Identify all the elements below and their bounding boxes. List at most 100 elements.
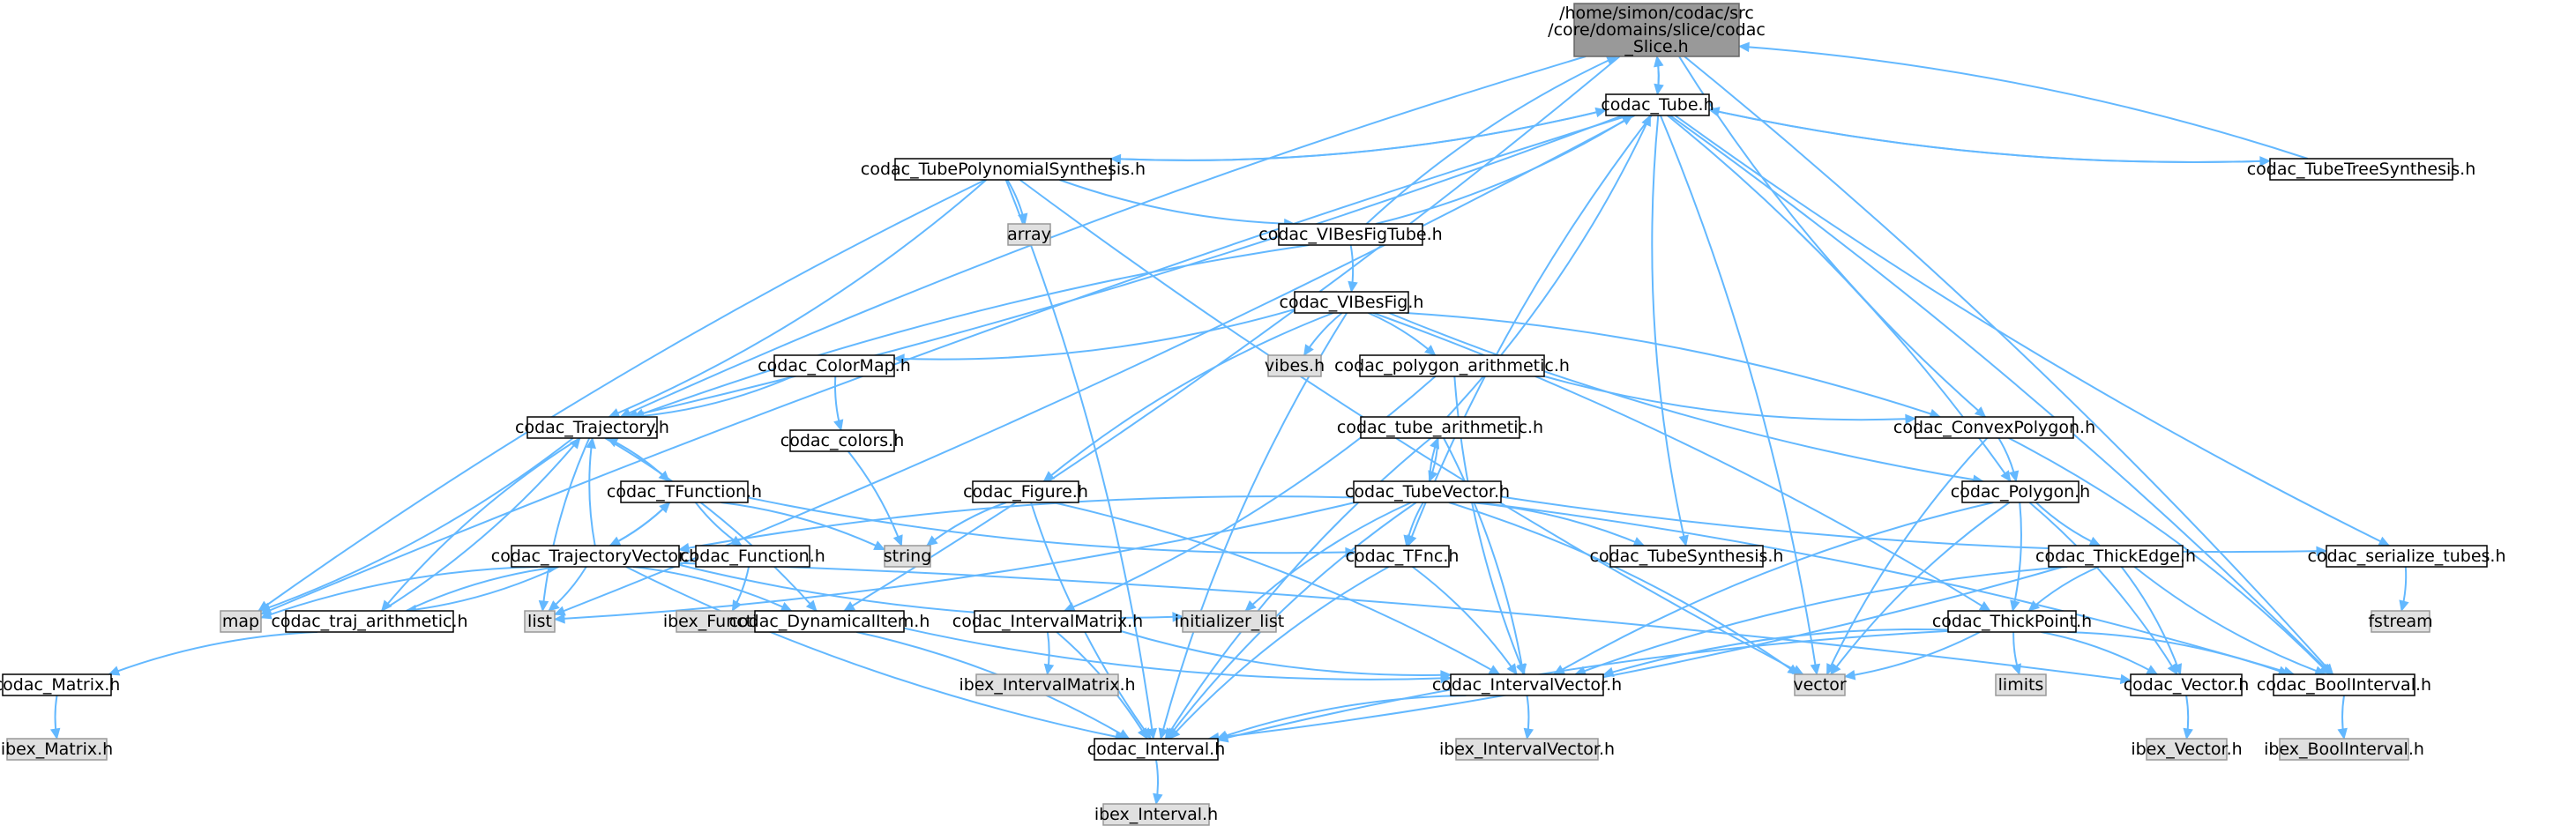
arrowhead-polyarith-to-convexpoly <box>1905 413 1917 425</box>
arrowhead-tube-to-slice <box>1654 55 1664 68</box>
node-vector-box <box>1794 673 1846 696</box>
node-map[interactable]: map <box>220 610 262 633</box>
arrowhead-tps-to-tube <box>1594 107 1608 118</box>
node-vectorh[interactable]: codac_Vector.h <box>2124 673 2250 696</box>
node-array[interactable]: array <box>1007 223 1051 246</box>
arrowhead-dynitem-to-interval <box>1117 729 1131 740</box>
edge-tube-to-boolint <box>1669 115 2333 675</box>
edge-convexpoly-to-boolint <box>2008 437 2331 675</box>
node-intvector[interactable]: codac_IntervalVector.h <box>1432 673 1622 696</box>
node-convexpoly-box <box>1915 416 2074 439</box>
node-ibexintvector[interactable]: ibex_IntervalVector.h <box>1439 738 1615 761</box>
node-trajarith[interactable]: codac_traj_arithmetic.h <box>271 610 468 633</box>
node-ibexvector[interactable]: ibex_Vector.h <box>2131 738 2243 761</box>
edge-tts-to-slice <box>1738 45 2309 160</box>
node-string[interactable]: string <box>884 545 932 568</box>
arrowhead-tubevector-to-list <box>553 614 565 624</box>
node-tps[interactable]: codac_TubePolynomialSynthesis.h <box>861 158 1146 181</box>
node-trajarith-box <box>285 610 454 633</box>
edge-colormap-to-traj <box>633 376 794 418</box>
arrowhead-polygon-to-thickedge <box>2088 536 2102 547</box>
edge-thickedge-to-vectorh <box>2120 566 2182 675</box>
edge-figure-to-string <box>926 502 1007 547</box>
edge-tps-to-interval <box>1004 179 1154 740</box>
node-serialize-label: codac_serialize_tubes.h <box>2308 547 2506 566</box>
arrowhead-trajarith-to-matrix <box>108 666 121 676</box>
node-colormap[interactable]: codac_ColorMap.h <box>758 354 911 377</box>
node-initlist[interactable]: initializer_list <box>1175 610 1284 633</box>
node-ibexboolint[interactable]: ibex_BoolInterval.h <box>2264 738 2424 761</box>
edge-layer <box>49 41 2409 806</box>
node-matrix-box <box>2 673 112 696</box>
edge-trajarith-to-traj <box>381 437 581 612</box>
node-vibestube[interactable]: codac_VIBesFigTube.h <box>1258 223 1443 246</box>
arrowhead-trajvector-to-initlist <box>1172 612 1184 622</box>
node-trajvector[interactable]: codac_TrajectoryVector.h <box>491 545 699 568</box>
node-tubesynth[interactable]: codac_TubeSynthesis.h <box>1590 545 1784 568</box>
edge-trajvector-to-traj <box>588 437 596 547</box>
edge-tps-to-vector <box>1019 179 1803 675</box>
node-tts[interactable]: codac_TubeTreeSynthesis.h <box>2247 158 2476 181</box>
node-tfnc[interactable]: codac_TFnc.h <box>1346 545 1460 568</box>
node-thickpoint[interactable]: codac_ThickPoint.h <box>1932 610 2092 633</box>
node-dynitem-label: codac_DynamicalItem.h <box>729 612 930 631</box>
arrowhead-convexpoly-to-boolint <box>2318 663 2331 675</box>
arrowhead-convexpoly-to-vector <box>1826 663 1836 676</box>
node-interval[interactable]: codac_Interval.h <box>1087 738 1226 761</box>
node-serialize[interactable]: codac_serialize_tubes.h <box>2308 545 2506 568</box>
node-intmatrix[interactable]: codac_IntervalMatrix.h <box>952 610 1143 633</box>
node-tubearith[interactable]: codac_tube_arithmetic.h <box>1337 416 1543 439</box>
node-vector[interactable]: vector <box>1793 673 1847 696</box>
node-slice[interactable]: /home/simon/codac/src/core/domains/slice… <box>1548 3 1766 57</box>
node-fstream[interactable]: fstream <box>2368 610 2433 633</box>
node-ibexint[interactable]: ibex_Interval.h <box>1094 803 1218 826</box>
node-tube[interactable]: codac_Tube.h <box>1601 93 1714 116</box>
node-polyarith[interactable]: codac_polygon_arithmetic.h <box>1334 354 1570 377</box>
edge-tps-to-vibestube <box>1059 179 1295 225</box>
node-convexpoly[interactable]: codac_ConvexPolygon.h <box>1893 416 2095 439</box>
arrowhead-tubevector-to-trajvector <box>677 542 691 554</box>
edge-vibesfig-to-polyarith <box>1368 312 1437 356</box>
edge-tube-to-map <box>260 115 1629 615</box>
node-ibexvector-label: ibex_Vector.h <box>2131 740 2242 759</box>
node-figure[interactable]: codac_Figure.h <box>963 480 1088 503</box>
node-map-box <box>220 610 262 633</box>
node-figure-box <box>972 480 1079 503</box>
node-boolint-box <box>2273 673 2415 696</box>
node-boolint-label: codac_BoolInterval.h <box>2257 675 2431 695</box>
node-ibexintmatrix[interactable]: ibex_IntervalMatrix.h <box>959 673 1136 696</box>
edge-tube-to-tts <box>1708 108 2271 163</box>
node-ibexmatrix[interactable]: ibex_Matrix.h <box>1 738 113 761</box>
arrowhead-tps-to-traj <box>608 408 621 418</box>
edge-slice-to-dynitem <box>843 56 1621 612</box>
arrowhead-vibesfig-to-colormap <box>892 353 905 364</box>
node-thickedge[interactable]: codac_ThickEdge.h <box>2035 545 2196 568</box>
node-matrix[interactable]: codac_Matrix.h <box>0 673 120 696</box>
arrowhead-colors-to-string <box>892 534 903 547</box>
node-limits[interactable]: limits <box>1995 673 2047 696</box>
arrowhead-thickedge-to-thickpoint <box>2027 600 2041 612</box>
node-traj[interactable]: codac_Trajectory.h <box>515 416 669 439</box>
edge-tubevector-to-trajvector <box>678 495 1355 551</box>
arrowhead-tube-to-serialize <box>2378 536 2391 547</box>
edge-intvector-to-interval <box>1216 695 1467 740</box>
node-boolint[interactable]: codac_BoolInterval.h <box>2257 673 2431 696</box>
edge-slice-to-traj <box>620 56 1587 418</box>
node-dynitem[interactable]: codac_DynamicalItem.h <box>729 610 930 633</box>
node-trajvector-box <box>511 545 680 568</box>
node-tube-label: codac_Tube.h <box>1601 95 1714 115</box>
node-vibesh[interactable]: vibes.h <box>1265 354 1325 377</box>
node-vibestube-label: codac_VIBesFigTube.h <box>1258 225 1442 244</box>
arrowhead-tfnc-to-interval <box>1169 727 1181 740</box>
node-vibesfig[interactable]: codac_VIBesFig.h <box>1280 291 1424 314</box>
node-tfunction[interactable]: codac_TFunction.h <box>607 480 762 503</box>
arrowhead-tube-to-tubesynth <box>1678 534 1689 547</box>
node-list[interactable]: list <box>524 610 556 633</box>
node-tubevector[interactable]: codac_TubeVector.h <box>1345 480 1510 503</box>
node-polygon[interactable]: codac_Polygon.h <box>1951 480 2090 503</box>
arrowhead-vibesfig-to-interval <box>1158 727 1169 740</box>
node-thickedge-label: codac_ThickEdge.h <box>2035 547 2196 566</box>
node-colors[interactable]: codac_colors.h <box>780 429 905 452</box>
arrowhead-matrix-to-ibexmatrix <box>49 727 61 740</box>
node-function[interactable]: codac_Function.h <box>680 545 825 568</box>
